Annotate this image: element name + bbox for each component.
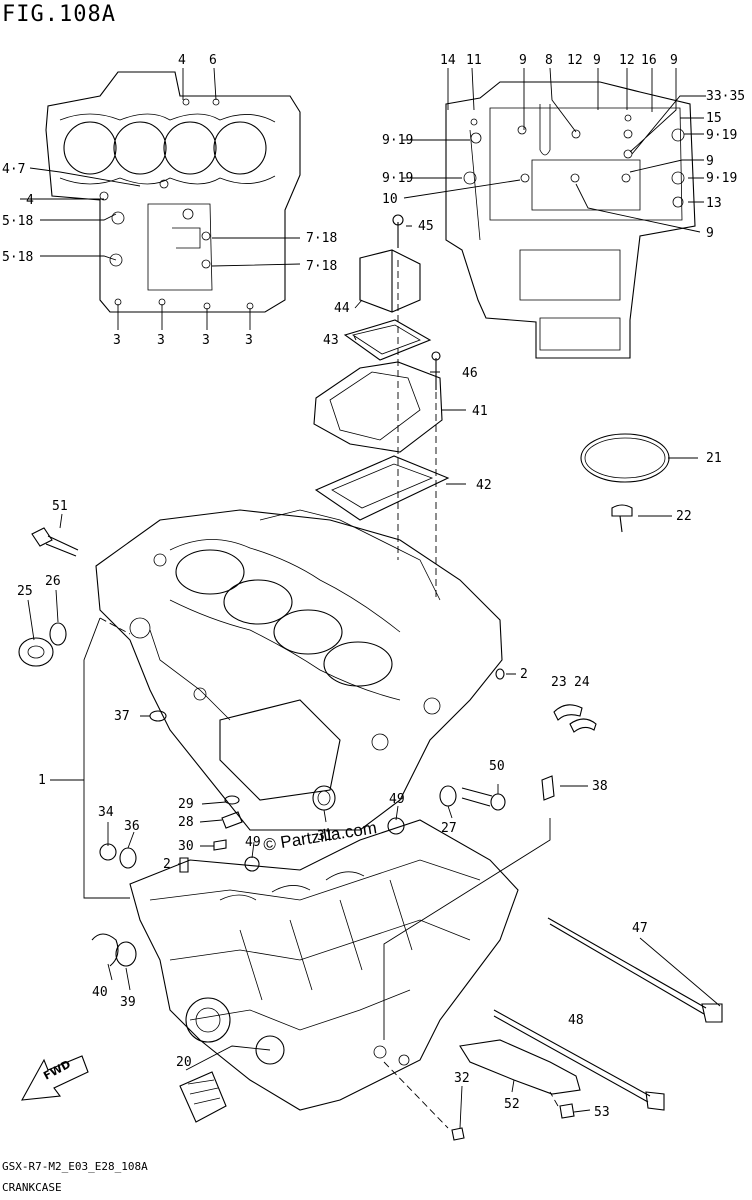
callout-label: 13 <box>706 196 722 211</box>
callout-label: 45 <box>418 219 434 234</box>
callout-label: 25 <box>17 584 33 599</box>
callout-label: 24 <box>574 675 590 690</box>
callout-label: 15 <box>706 111 722 126</box>
fwd-label: FWD <box>41 1058 73 1083</box>
callout-label: 38 <box>592 779 608 794</box>
callout-label: 5·18 <box>2 250 33 265</box>
callout-label: 12 <box>567 53 583 68</box>
callout-label: 4 <box>178 53 186 68</box>
callout-label: 37 <box>114 709 130 724</box>
callout-label: 34 <box>98 805 114 820</box>
callout-label: 28 <box>178 815 194 830</box>
callout-label: 53 <box>594 1105 610 1120</box>
callout-label: 3 <box>113 333 121 348</box>
callout-label: 49 <box>389 792 405 807</box>
figure-title: FIG.108A <box>2 2 116 27</box>
callout-label: 11 <box>466 53 482 68</box>
upper-crankcase <box>95 509 503 831</box>
callout-label: 9 <box>519 53 527 68</box>
callout-label: 47 <box>632 921 648 936</box>
leader-lines <box>20 67 721 1129</box>
callout-label: 9 <box>670 53 678 68</box>
small-parts <box>18 527 723 1141</box>
callout-label: 9 <box>706 226 714 241</box>
callout-label: 51 <box>52 499 68 514</box>
footer-name: CRANKCASE <box>2 1181 62 1194</box>
callout-label: 3 <box>245 333 253 348</box>
callout-label: 42 <box>476 478 492 493</box>
callout-label: 3 <box>202 333 210 348</box>
callout-label: 39 <box>120 995 136 1010</box>
callout-label: 9 <box>593 53 601 68</box>
callout-label: 9·19 <box>382 133 413 148</box>
callout-label: 32 <box>454 1071 470 1086</box>
callout-label: 26 <box>45 574 61 589</box>
callout-label: 31 <box>317 829 333 844</box>
callout-label: 50 <box>489 759 505 774</box>
callout-label: 12 <box>619 53 635 68</box>
callout-label: 49 <box>245 835 261 850</box>
callout-label: 36 <box>124 819 140 834</box>
callout-label: 8 <box>545 53 553 68</box>
lower-case-inset <box>445 81 696 359</box>
callout-label: 9 <box>706 154 714 169</box>
callout-label: 20 <box>176 1055 192 1070</box>
callout-label: 43 <box>323 333 339 348</box>
callout-label: 10 <box>382 192 398 207</box>
callout-label: 52 <box>504 1097 520 1112</box>
callout-label: 7·18 <box>306 231 337 246</box>
callout-label: 9·19 <box>382 171 413 186</box>
callout-label: 27 <box>441 821 457 836</box>
callout-label: 44 <box>334 301 350 316</box>
callout-label: 9·19 <box>706 128 737 143</box>
callout-label: 2 <box>520 667 528 682</box>
callout-label: 14 <box>440 53 456 68</box>
callout-label: 2 <box>163 857 171 872</box>
callout-label: 7·18 <box>306 259 337 274</box>
callout-label: 6 <box>209 53 217 68</box>
callout-label: 48 <box>568 1013 584 1028</box>
callout-label: 33·35 <box>706 89 745 104</box>
callout-label: 4 <box>26 193 34 208</box>
upper-case-inset <box>45 71 301 313</box>
callout-label: 9·19 <box>706 171 737 186</box>
callout-label: 22 <box>676 509 692 524</box>
callout-label: 46 <box>462 366 478 381</box>
callout-label: 30 <box>178 839 194 854</box>
callout-label: 41 <box>472 404 488 419</box>
callout-label: 29 <box>178 797 194 812</box>
callout-label: 3 <box>157 333 165 348</box>
callout-label: 21 <box>706 451 722 466</box>
lower-crankcase <box>129 819 519 1111</box>
callout-label: 40 <box>92 985 108 1000</box>
callout-label: 23 <box>551 675 567 690</box>
callout-label: 16 <box>641 53 657 68</box>
footer-code: GSX-R7-M2_E03_E28_108A <box>2 1160 148 1173</box>
callout-label: 1 <box>38 773 46 788</box>
callout-labels: 4 6 4·7 4 5·18 5·18 3 3 3 3 7·18 7·18 14… <box>2 53 745 1120</box>
callout-label: 4·7 <box>2 162 25 177</box>
callout-label: 5·18 <box>2 214 33 229</box>
